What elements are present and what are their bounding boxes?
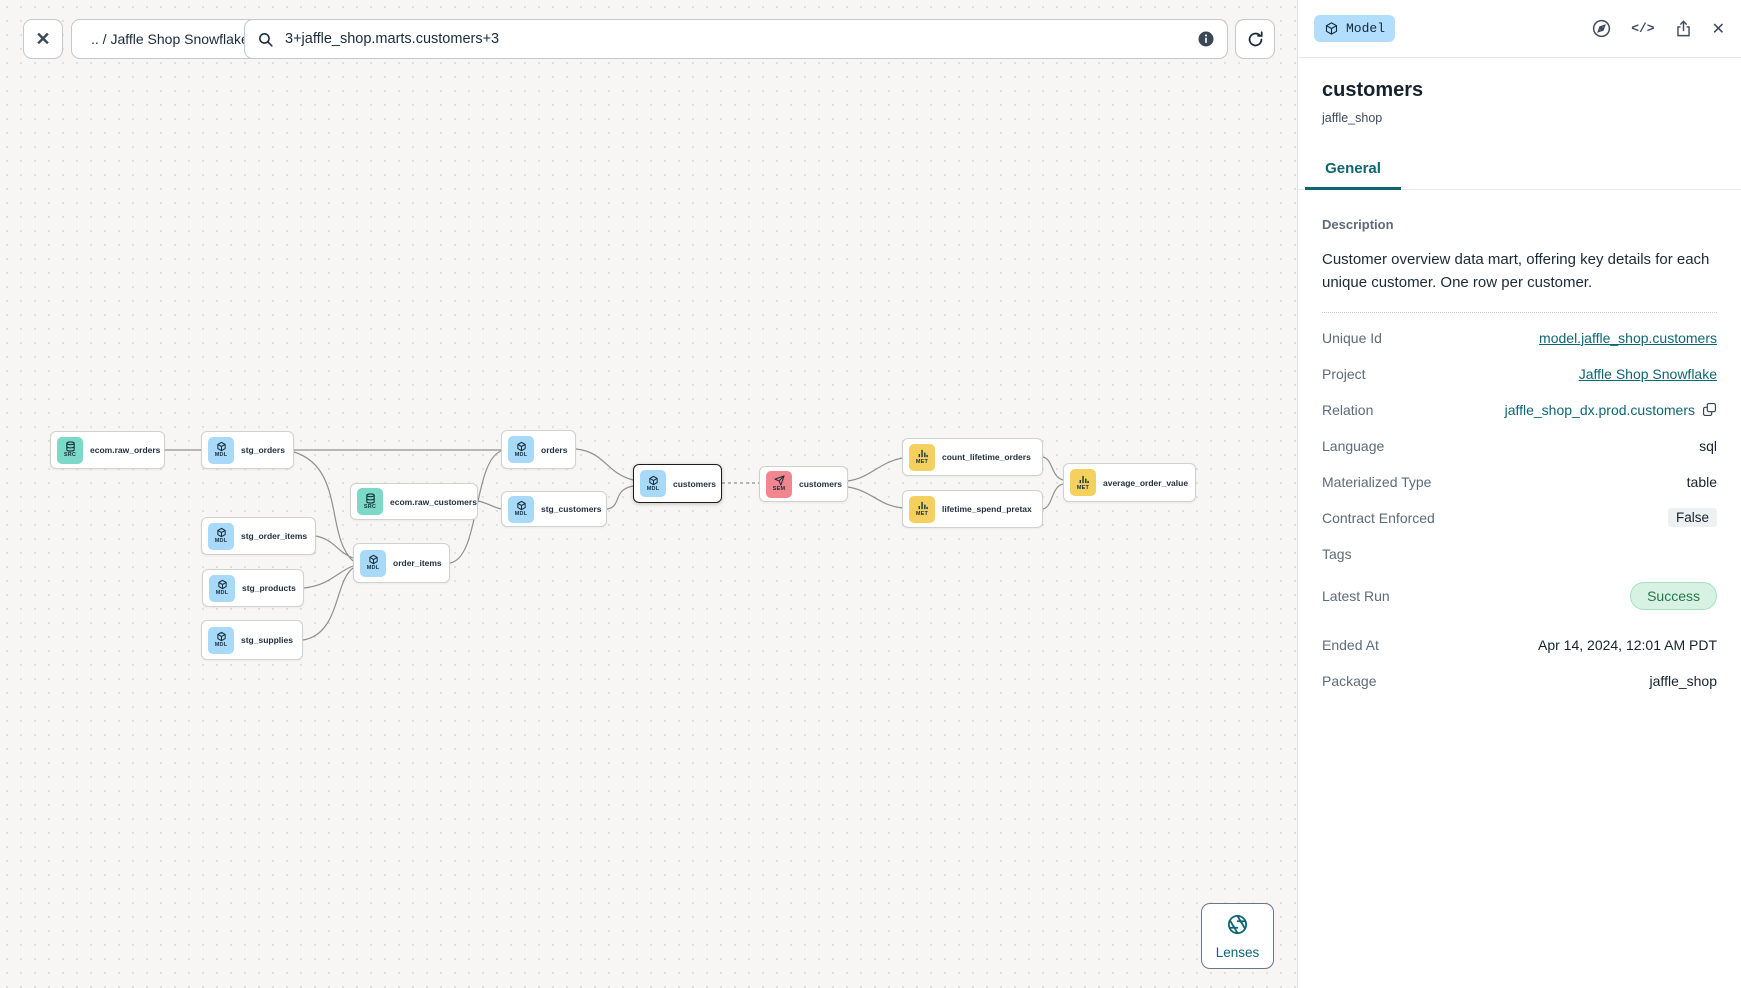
node-label: stg_supplies [241, 635, 293, 645]
refresh-icon [1246, 30, 1265, 49]
row-contract-enforced: Contract Enforced False [1322, 500, 1717, 536]
search-input[interactable] [283, 30, 1188, 48]
node-lifetime-spend-pretax[interactable]: MET lifetime_spend_pretax [902, 490, 1043, 528]
tab-general[interactable]: General [1305, 152, 1401, 190]
description-label: Description [1322, 217, 1394, 232]
node-label: stg_order_items [241, 531, 308, 541]
node-label: lifetime_spend_pretax [942, 504, 1032, 514]
node-label: customers [799, 479, 842, 489]
node-label: orders [541, 444, 568, 455]
lenses-label: Lenses [1215, 944, 1260, 960]
row-unique-id: Unique Id model.jaffle_shop.customers [1322, 329, 1717, 346]
code-icon[interactable]: </> [1631, 21, 1655, 36]
semantic-model-icon: SEM [766, 470, 792, 498]
lenses-icon [1226, 913, 1249, 941]
ended-at-value: Apr 14, 2024, 12:01 AM PDT [1538, 636, 1717, 653]
node-label: stg_customers [541, 504, 602, 514]
node-customers-semantic[interactable]: SEM customers [759, 466, 848, 502]
model-icon: MDL [508, 495, 534, 523]
resource-type-label: Model [1346, 21, 1386, 36]
row-tags: Tags [1322, 545, 1352, 562]
node-label: count_lifetime_orders [942, 452, 1031, 462]
row-relation: Relation jaffle_shop_dx.prod.customers [1322, 392, 1717, 428]
node-label: stg_orders [241, 445, 285, 455]
node-stg-supplies[interactable]: MDL stg_supplies [201, 620, 303, 660]
model-icon: MDL [360, 549, 386, 577]
lenses-button[interactable]: Lenses [1201, 903, 1274, 969]
node-label: ecom.raw_customers [390, 496, 477, 507]
model-cube-icon [1324, 21, 1339, 36]
node-label: ecom.raw_orders [90, 445, 161, 455]
node-stg-orders[interactable]: MDL stg_orders [201, 431, 294, 469]
model-icon: MDL [208, 626, 234, 654]
metric-icon: MET [1070, 469, 1096, 496]
row-materialized-type: Materialized Type table [1322, 473, 1717, 490]
model-icon: MDL [208, 522, 234, 550]
panel-tabs: General [1298, 152, 1741, 190]
page-title: customers [1322, 79, 1424, 101]
node-label: order_items [393, 558, 442, 568]
contract-enforced-badge: False [1667, 508, 1717, 527]
share-icon[interactable] [1674, 19, 1693, 38]
explore-lineage-icon[interactable] [1591, 18, 1612, 39]
row-latest-run: Latest Run Success [1322, 572, 1717, 620]
copy-icon[interactable] [1702, 402, 1717, 417]
model-icon: MDL [508, 436, 534, 463]
package-subtitle: jaffle_shop [1322, 111, 1383, 125]
metric-icon: MET [909, 443, 935, 471]
model-icon: MDL [209, 574, 235, 602]
lineage-edges [165, 448, 1064, 641]
node-orders[interactable]: MDL orders [501, 430, 576, 469]
node-stg-order-items[interactable]: MDL stg_order_items [201, 517, 316, 555]
close-icon: ✕ [35, 28, 51, 49]
search-icon [257, 31, 274, 48]
close-graph-button[interactable]: ✕ [23, 19, 63, 59]
source-icon: SRC [357, 488, 383, 515]
metric-icon: MET [909, 495, 935, 523]
resource-type-badge: Model [1314, 15, 1396, 42]
project-link[interactable]: Jaffle Shop Snowflake [1578, 365, 1717, 382]
refresh-button[interactable] [1235, 19, 1275, 59]
node-order-items[interactable]: MDL order_items [353, 543, 450, 583]
row-ended-at: Ended At Apr 14, 2024, 12:01 AM PDT [1322, 636, 1717, 653]
node-stg-customers[interactable]: MDL stg_customers [501, 491, 607, 527]
breadcrumb-label: .. / Jaffle Shop Snowflake [91, 31, 249, 47]
row-project: Project Jaffle Shop Snowflake [1322, 365, 1717, 382]
language-value: sql [1699, 437, 1717, 454]
relation-value: jaffle_shop_dx.prod.customers [1504, 401, 1695, 418]
node-ecom-raw-orders[interactable]: SRC ecom.raw_orders [50, 431, 165, 469]
materialized-type-value: table [1686, 473, 1717, 490]
node-count-lifetime-orders[interactable]: MET count_lifetime_orders [902, 438, 1043, 476]
details-panel: Model </> ✕ customers jaffle_shop Genera… [1297, 0, 1741, 988]
model-icon: MDL [640, 470, 666, 497]
status-badge: Success [1630, 581, 1717, 610]
node-average-order-value[interactable]: MET average_order_value [1063, 463, 1196, 502]
row-package: Package jaffle_shop [1322, 672, 1717, 689]
node-stg-products[interactable]: MDL stg_products [202, 569, 304, 607]
breadcrumb[interactable]: .. / Jaffle Shop Snowflake [71, 19, 269, 59]
node-ecom-raw-customers[interactable]: SRC ecom.raw_customers [350, 483, 478, 520]
close-panel-icon[interactable]: ✕ [1711, 20, 1725, 38]
node-label: stg_products [242, 583, 296, 593]
unique-id-link[interactable]: model.jaffle_shop.customers [1539, 329, 1717, 346]
lineage-canvas[interactable]: ✕ .. / Jaffle Shop Snowflake SRC ecom.ra… [0, 0, 1297, 988]
info-icon[interactable] [1197, 30, 1215, 48]
node-label: customers [673, 478, 716, 489]
description-text: Customer overview data mart, offering ke… [1322, 248, 1717, 313]
package-value: jaffle_shop [1649, 672, 1717, 689]
source-icon: SRC [57, 436, 83, 464]
node-label: average_order_value [1103, 477, 1189, 488]
node-customers-selected[interactable]: MDL customers [633, 464, 722, 503]
lineage-search[interactable] [244, 19, 1228, 59]
model-icon: MDL [208, 436, 234, 464]
row-language: Language sql [1322, 437, 1717, 454]
panel-header: Model </> ✕ [1298, 0, 1741, 58]
